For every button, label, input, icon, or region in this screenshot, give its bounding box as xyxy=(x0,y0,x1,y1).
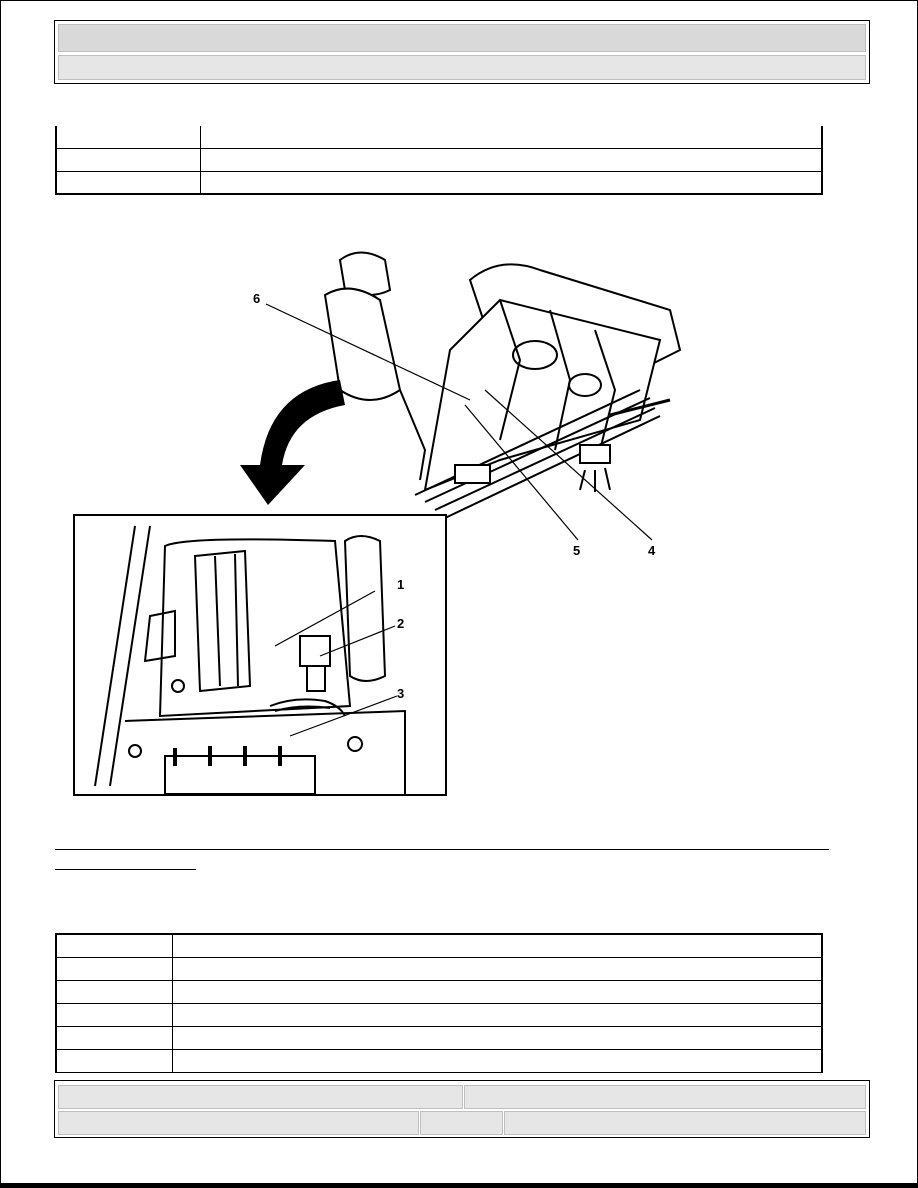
bottom-rule xyxy=(0,1183,918,1188)
document-footer xyxy=(54,1080,870,1138)
table-cell xyxy=(56,148,201,172)
callout-1: 1 xyxy=(397,577,405,592)
table-cell xyxy=(172,1003,822,1027)
table-cell xyxy=(56,1026,173,1050)
bottom-table xyxy=(55,933,823,1073)
table-row xyxy=(56,126,822,149)
table-row xyxy=(56,148,822,172)
table-cell xyxy=(56,171,201,195)
table-row xyxy=(56,980,822,1004)
callout-6: 6 xyxy=(253,291,261,306)
document-header xyxy=(54,20,870,84)
table-cell xyxy=(56,126,201,149)
curved-arrow-icon xyxy=(240,380,345,505)
table-cell xyxy=(172,957,822,981)
footer-cell xyxy=(420,1111,503,1135)
table-cell xyxy=(56,980,173,1004)
table-cell xyxy=(172,1026,822,1050)
header-subtitle-bar xyxy=(58,55,866,80)
table-row xyxy=(56,1026,822,1050)
callout-2: 2 xyxy=(397,616,405,631)
footer-cell xyxy=(58,1111,419,1135)
section-underline xyxy=(55,869,196,870)
table-cell xyxy=(56,1003,173,1027)
seat-assembly-illustration xyxy=(265,251,682,541)
table-cell xyxy=(200,126,822,149)
table-row xyxy=(56,1003,822,1027)
table-row xyxy=(56,1049,822,1073)
table-row xyxy=(56,171,822,195)
top-table xyxy=(55,126,823,195)
table-cell xyxy=(56,957,173,981)
section-divider xyxy=(55,849,829,850)
table-cell xyxy=(172,980,822,1004)
table-cell xyxy=(172,1049,822,1073)
callout-4: 4 xyxy=(648,543,656,558)
footer-cell xyxy=(58,1085,463,1109)
table-cell xyxy=(200,148,822,172)
callout-3: 3 xyxy=(397,686,405,701)
header-title-bar xyxy=(58,24,866,52)
table-cell xyxy=(172,934,822,958)
detail-inset xyxy=(73,514,447,796)
table-row xyxy=(56,934,822,958)
table-cell xyxy=(200,171,822,195)
table-cell xyxy=(56,934,173,958)
footer-cell xyxy=(464,1085,866,1109)
callout-5: 5 xyxy=(573,543,581,558)
table-row xyxy=(56,957,822,981)
table-cell xyxy=(56,1049,173,1073)
footer-cell xyxy=(504,1111,866,1135)
